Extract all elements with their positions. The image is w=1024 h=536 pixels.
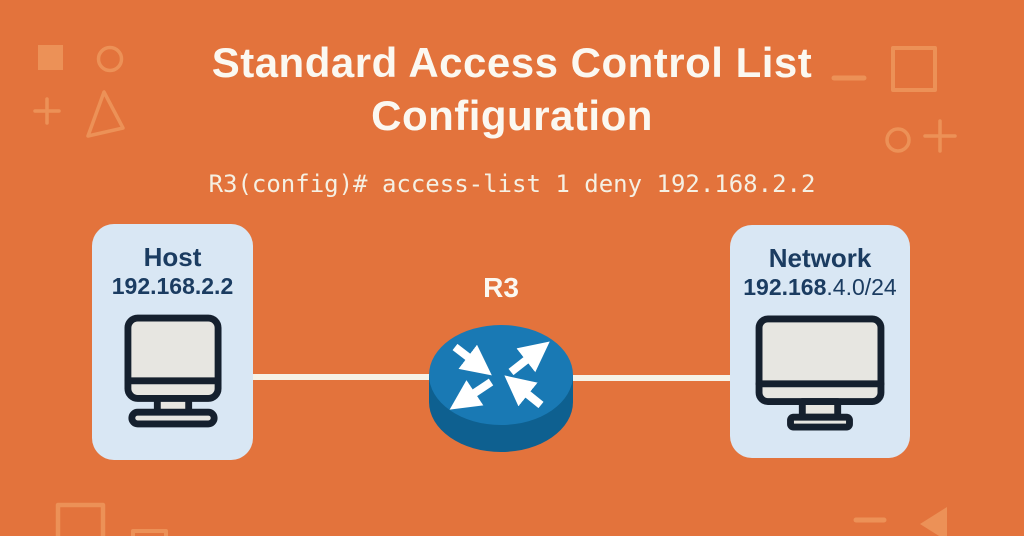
page-title: Standard Access Control List Configurati… — [211, 39, 813, 139]
plus-decoration — [923, 119, 957, 153]
link-host-router — [250, 374, 455, 380]
desktop-computer-icon — [123, 314, 222, 433]
network-ip-bold: 192.168 — [743, 274, 827, 300]
network-node-card: Network 192.168.4.0/24 — [730, 225, 910, 458]
host-node-card: Host 192.168.2.2 — [92, 224, 253, 460]
network-ip: 192.168.4.0/24 — [743, 273, 896, 301]
triangle-decoration — [86, 90, 125, 138]
host-ip: 192.168.2.2 — [111, 273, 234, 299]
host-label: Host — [143, 242, 202, 272]
widescreen-monitor-icon — [755, 315, 885, 436]
square-outline-decoration — [55, 502, 106, 536]
network-ip-rest: .4.0/24 — [826, 274, 897, 300]
plus-decoration — [33, 97, 61, 125]
link-router-network — [555, 375, 733, 381]
network-label: Network — [768, 243, 872, 273]
square-outline-decoration — [131, 529, 168, 536]
triangle-filled-decoration — [920, 507, 947, 536]
router-label: R3 — [483, 272, 519, 303]
cli-command: R3(config)# access-list 1 deny 192.168.2… — [208, 170, 816, 198]
router-icon — [429, 325, 573, 452]
square-filled-decoration — [38, 45, 63, 70]
router-arrows-icon — [449, 341, 550, 410]
circle-decoration — [96, 45, 124, 73]
